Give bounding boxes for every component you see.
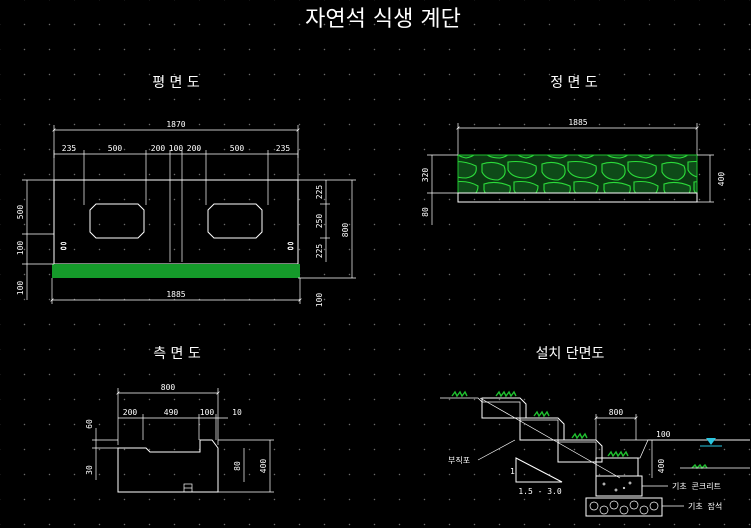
side-dim-200: 200 <box>123 408 138 417</box>
side-block-outline <box>117 439 219 493</box>
side-view-title: 측 면 도 <box>153 346 201 362</box>
side-dim-10: 10 <box>232 408 242 417</box>
plan-dim-left-100a: 100 <box>16 241 25 256</box>
section-base-concrete <box>595 475 643 497</box>
plan-dim-500-left: 500 <box>108 144 123 153</box>
section-dim-800: 800 <box>609 408 624 417</box>
plan-dim-200-left: 200 <box>151 144 166 153</box>
side-dim-left-30: 30 <box>85 465 94 475</box>
front-dim-left-80: 80 <box>421 207 430 217</box>
section-label-filter-fabric: 부직포 <box>448 455 470 465</box>
plan-dim-100-mid: 100 <box>169 144 184 153</box>
side-dim-overall: 800 <box>161 383 176 392</box>
plan-opening-left <box>89 203 145 239</box>
section-label-base-concrete: 기초 콘크리트 <box>672 482 721 491</box>
plan-opening-right <box>207 203 263 239</box>
front-base-strip <box>457 192 698 203</box>
section-dim-100: 100 <box>656 430 671 439</box>
section-base-gravel <box>585 497 663 517</box>
plan-dim-right-800: 800 <box>341 223 350 238</box>
plan-dim-right-250: 250 <box>315 214 324 229</box>
plan-dim-left-100b: 100 <box>16 281 25 296</box>
section-steps <box>481 397 639 477</box>
plan-dim-500-right: 500 <box>230 144 245 153</box>
front-view: 정 면 도 1885 320 80 400 <box>421 75 726 225</box>
side-dim-right-400: 400 <box>259 459 268 474</box>
plan-dim-overall-bottom: 1885 <box>166 290 185 299</box>
section-dim-400: 400 <box>657 459 666 474</box>
plan-view: 평 면 도 1870 235 500 200 100 200 500 235 ⵓ… <box>16 75 356 307</box>
front-dim-right-400: 400 <box>717 172 726 187</box>
front-dim-overall: 1885 <box>568 118 587 127</box>
section-dim-slope-ratio: 1.5 - 3.0 <box>518 487 562 496</box>
plan-dim-left-500: 500 <box>16 205 25 220</box>
plan-dim-235-right: 235 <box>276 144 291 153</box>
section-view: 설치 단면도 1 1.5 - 3.0 부직포 8 <box>440 346 750 517</box>
plan-dim-right-225a: 225 <box>315 185 324 200</box>
plan-dim-right-100: 100 <box>315 293 324 308</box>
plan-dim-235-left: 235 <box>62 144 77 153</box>
section-dim-slope-1: 1 <box>510 467 515 476</box>
plan-view-title: 평 면 도 <box>152 75 200 91</box>
plan-green-strip <box>52 264 300 278</box>
front-view-title: 정 면 도 <box>550 75 598 91</box>
plan-hook-left-icon: ⵓ <box>60 240 67 253</box>
front-dim-left-320: 320 <box>421 168 430 183</box>
front-stone-face <box>457 154 698 194</box>
section-ground-line <box>440 397 750 459</box>
side-dim-left-60: 60 <box>85 419 94 429</box>
section-grass <box>451 390 708 470</box>
side-view: 측 면 도 800 200 490 100 10 60 30 80 400 <box>85 346 274 493</box>
section-slope-triangle <box>515 457 563 483</box>
section-water-level-icon <box>706 438 716 445</box>
plan-hook-right-icon: ⵓ <box>287 240 294 253</box>
side-dim-right-80: 80 <box>233 461 242 471</box>
plan-block-outline <box>53 179 299 265</box>
section-view-title: 설치 단면도 <box>536 346 605 362</box>
plan-dim-overall-top: 1870 <box>166 120 185 129</box>
side-dim-100: 100 <box>200 408 215 417</box>
side-dim-490: 490 <box>164 408 179 417</box>
section-label-base-gravel: 기초 잡석 <box>688 501 722 511</box>
plan-dim-right-225b: 225 <box>315 244 324 259</box>
drawing-title: 자연석 식생 계단 <box>305 7 461 32</box>
plan-dim-200-right: 200 <box>187 144 202 153</box>
